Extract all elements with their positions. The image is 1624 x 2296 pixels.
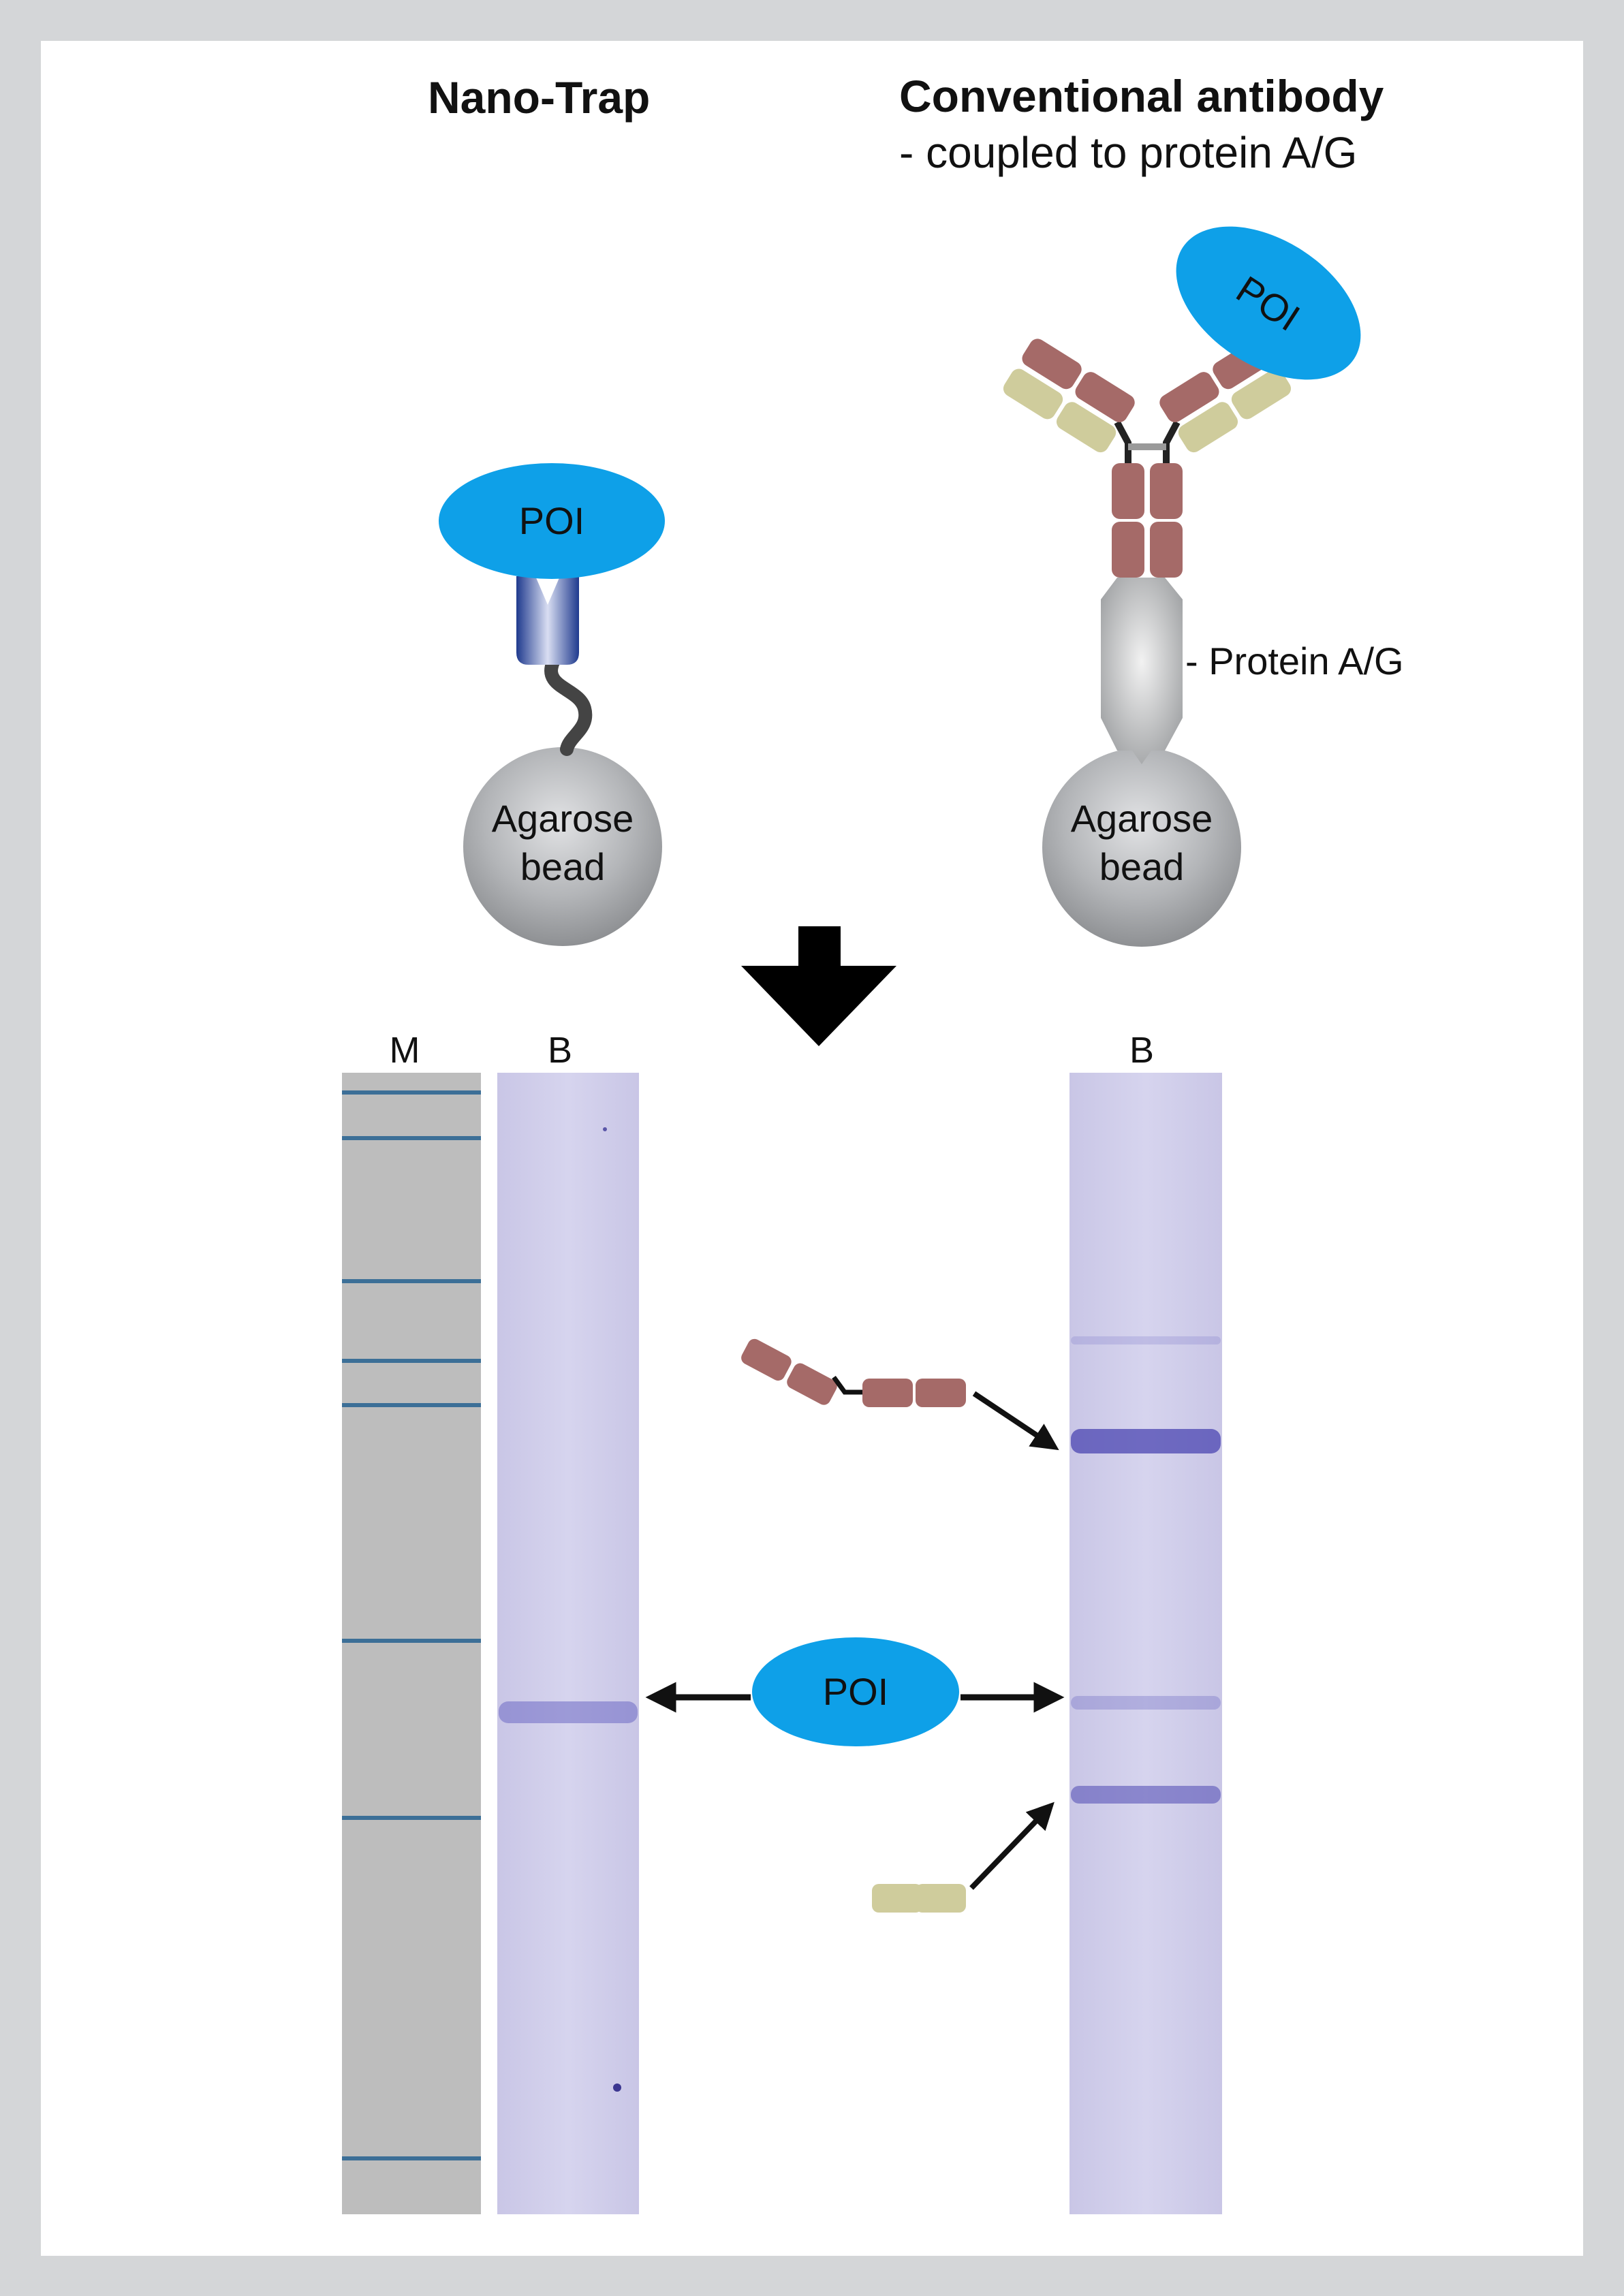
antibody-poi-band — [1071, 1696, 1221, 1710]
nanobody-icon — [516, 576, 579, 665]
heavy-chain-fragment-linker — [832, 1375, 864, 1395]
heavy-chain-fab-left-2 — [1022, 339, 1082, 390]
figure-card — [41, 41, 1583, 2256]
heavy-chain-fc-4 — [1150, 522, 1183, 578]
antibody-faint-band — [1071, 1336, 1221, 1344]
heavy-chain-fragment-seg-4 — [916, 1379, 966, 1407]
agarose-bead-left-label-1: Agarose — [492, 797, 634, 840]
fab-left — [1003, 339, 1135, 453]
light-chain-fab-left-2 — [1003, 368, 1063, 420]
agarose-bead-right — [1042, 748, 1241, 947]
agarose-bead-right-label-2: bead — [1099, 845, 1185, 888]
arrow-to-heavy-chain-band — [972, 1391, 1059, 1451]
marker-lane — [342, 1073, 481, 2214]
poi-ellipse-center — [752, 1637, 959, 1746]
light-chain-fab-right-2 — [1231, 368, 1292, 420]
heavy-chain-fragment-seg-3 — [862, 1379, 913, 1407]
light-chain-band — [1071, 1786, 1221, 1804]
marker-band — [342, 1279, 481, 1283]
arrow-down-icon — [741, 926, 896, 1046]
heavy-chain-fc-2 — [1150, 463, 1183, 519]
lane-label-bead-right: B — [1129, 1030, 1154, 1071]
nano-trap-construct: Agarose bead POI — [439, 463, 665, 946]
heavy-chain-fab-left-1 — [1075, 372, 1135, 422]
heavy-chain-band — [1071, 1429, 1221, 1453]
marker-band — [342, 2156, 481, 2160]
marker-band — [342, 1090, 481, 1095]
gel-speck — [603, 1127, 607, 1131]
marker-lane-bg — [342, 1073, 481, 2214]
marker-band — [342, 1639, 481, 1643]
poi-label-nano: POI — [519, 499, 584, 542]
poi-ellipse-antibody — [1176, 226, 1361, 380]
marker-band — [342, 1359, 481, 1363]
heavy-chain-fragment — [741, 1338, 1059, 1451]
marker-band — [342, 1136, 481, 1140]
heavy-chain-fc-1 — [1112, 463, 1144, 519]
light-chain-fragment — [872, 1802, 1055, 1913]
marker-band — [342, 1403, 481, 1407]
nano-trap-title: Nano-Trap — [428, 72, 650, 123]
light-chain-fragment-seg-2 — [916, 1884, 966, 1913]
agarose-bead-right-label-1: Agarose — [1071, 797, 1213, 840]
poi-center: POI — [645, 1637, 1065, 1746]
heavy-chain-fragment-seg-1 — [741, 1338, 792, 1381]
gel-speck — [613, 2083, 621, 2092]
linker-tether — [544, 655, 593, 756]
conventional-antibody-title: Conventional antibody — [899, 71, 1384, 121]
heavy-chain-fc-3 — [1112, 522, 1144, 578]
lane-label-marker: M — [390, 1030, 420, 1071]
poi-label-center: POI — [823, 1670, 888, 1713]
light-chain-fragment-seg-1 — [872, 1884, 922, 1913]
antibody-lane — [1069, 1073, 1222, 2214]
light-chain-fab-left-1 — [1056, 402, 1116, 453]
poi-antibody-group: POI — [1176, 226, 1361, 380]
marker-band — [342, 1816, 481, 1820]
agarose-bead-left-label-2: bead — [520, 845, 606, 888]
poi-ellipse-nano — [439, 463, 665, 579]
agarose-bead-left — [463, 747, 662, 946]
nano-trap-lane — [497, 1073, 639, 2214]
antibody-lane-bg — [1069, 1073, 1222, 2214]
lane-label-bead-left: B — [548, 1030, 572, 1071]
conventional-antibody-subtitle: - coupled to protein A/G — [899, 128, 1357, 177]
arrow-to-light-chain-band — [969, 1802, 1055, 1890]
light-chain-fab-right-1 — [1178, 402, 1238, 453]
heavy-chain-fab-right-1 — [1159, 372, 1219, 422]
protein-ag-icon — [1101, 578, 1183, 764]
heavy-chain-fragment-seg-2 — [787, 1363, 837, 1405]
nano-trap-lane-bg — [497, 1073, 639, 2214]
marker-bands — [342, 1090, 481, 2160]
hinge-left — [1114, 420, 1131, 463]
hinge-right — [1163, 420, 1181, 463]
conventional-antibody-construct: Agarose bead - Protein A/G — [1003, 226, 1404, 947]
nano-trap-poi-band — [499, 1701, 638, 1723]
protein-ag-label: - Protein A/G — [1185, 640, 1404, 682]
